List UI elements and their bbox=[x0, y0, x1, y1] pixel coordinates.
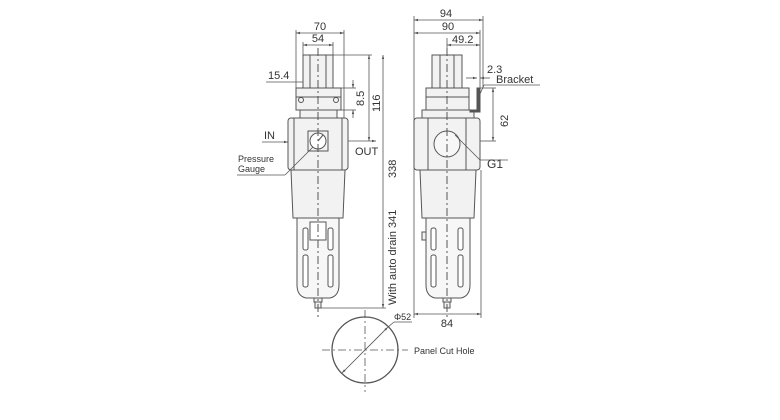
label-pressure-gauge-line1: Pressure bbox=[238, 154, 274, 164]
dim-panel-diameter: Φ52 bbox=[394, 312, 411, 322]
dim-overall-width-70: 70 bbox=[314, 21, 326, 33]
front-view-dimensions bbox=[237, 30, 386, 309]
label-bracket: Bracket bbox=[496, 74, 533, 86]
front-view bbox=[287, 48, 349, 320]
front-view-labels: 70 54 15.4 8.5 116 338 With auto drain 3… bbox=[238, 21, 399, 305]
label-in-port: IN bbox=[264, 130, 275, 142]
side-view bbox=[413, 48, 481, 320]
dim-bracket-thickness-2-3: 2.3 bbox=[487, 64, 502, 76]
side-bowl-guard bbox=[419, 169, 477, 219]
panel-cut-labels: Φ52 Panel Cut Hole bbox=[394, 312, 475, 356]
dim-bowl-width-84: 84 bbox=[441, 318, 453, 330]
label-panel-cut-hole: Panel Cut Hole bbox=[414, 346, 475, 356]
dim-knob-width-54: 54 bbox=[312, 33, 324, 45]
dim-top-height-116: 116 bbox=[371, 94, 383, 112]
dim-auto-drain-341: With auto drain 341 bbox=[387, 210, 399, 305]
mounting-bracket bbox=[469, 87, 481, 113]
dim-overall-width-94: 94 bbox=[440, 8, 452, 20]
dim-nut-height-8-5: 8.5 bbox=[355, 91, 367, 106]
side-view-dimensions bbox=[413, 16, 540, 318]
dim-bracket-offset-49-2: 49.2 bbox=[452, 34, 473, 46]
dim-overall-height-338: 338 bbox=[387, 160, 399, 178]
side-view-labels: 94 90 49.2 2.3 Bracket 62 G1 84 bbox=[440, 8, 533, 330]
dim-left-offset-15-4: 15.4 bbox=[268, 70, 289, 82]
label-port-g1: G1 bbox=[487, 157, 503, 171]
label-pressure-gauge-line2: Gauge bbox=[238, 164, 265, 174]
dim-bracket-height-62: 62 bbox=[499, 115, 511, 127]
dim-body-width-90: 90 bbox=[442, 21, 454, 33]
panel-cut-hole bbox=[322, 310, 412, 392]
label-out-port: OUT bbox=[355, 146, 379, 158]
